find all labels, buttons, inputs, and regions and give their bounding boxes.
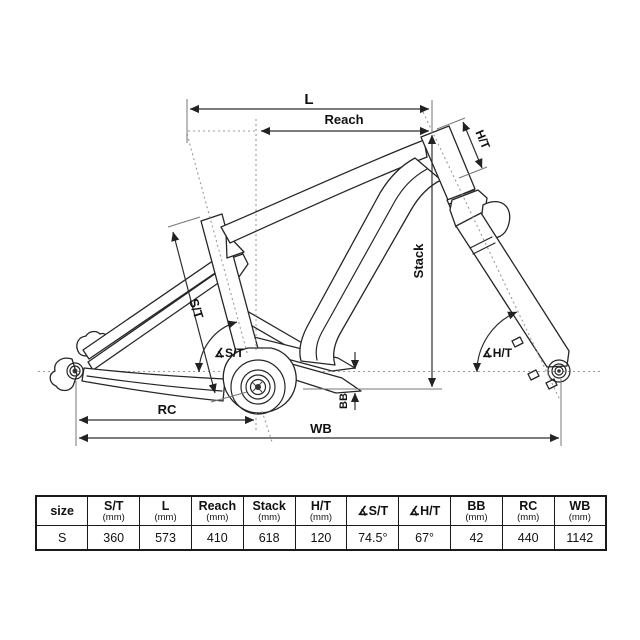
rear-axle-dot (72, 368, 78, 374)
bb-circle-4 (249, 378, 267, 396)
steering-axis (422, 111, 561, 401)
col-header-ht: H/T(mm) (294, 495, 348, 526)
seat-tube-axis (186, 133, 273, 443)
label-l: L (304, 91, 313, 108)
cell-angle-ht: 67° (398, 525, 451, 551)
label-angle-st: ∡S/T (214, 346, 244, 360)
cell-ht: 120 (294, 525, 348, 551)
col-header-angle-ht: ∡H/T (398, 495, 451, 526)
ht-tick-top (436, 117, 466, 130)
col-header-stack: Stack(mm) (242, 495, 296, 526)
label-bb: BB (338, 393, 350, 409)
fork-bolt-3 (545, 378, 558, 390)
rear-axle-outer (66, 362, 84, 380)
cell-size: S (35, 525, 89, 551)
reference-axes (186, 111, 561, 443)
head-angle-arc (472, 311, 518, 373)
cell-stack: 618 (242, 525, 296, 551)
label-st: S/T (186, 297, 207, 321)
front-axle-outer (547, 359, 571, 383)
fork-casting-lines (469, 236, 496, 255)
geometry-table: size S/T(mm) L(mm) Reach(mm) Stack(mm) H… (35, 495, 607, 551)
ht-tick-bottom (458, 166, 488, 179)
col-header-reach: Reach(mm) (190, 495, 244, 526)
table-header-row: size S/T(mm) L(mm) Reach(mm) Stack(mm) H… (35, 495, 607, 526)
fork-leg (455, 212, 570, 368)
seat-angle-arc (194, 320, 238, 373)
motor-housing (222, 347, 297, 414)
cell-wb: 1142 (553, 525, 607, 551)
col-header-bb: BB(mm) (450, 495, 503, 526)
st-tick-top (167, 216, 201, 228)
label-angle-ht: ∡H/T (482, 346, 513, 360)
label-stack: Stack (411, 243, 426, 278)
col-header-rc: RC(mm) (501, 495, 555, 526)
cell-reach: 410 (190, 525, 244, 551)
cell-angle-st: 74.5° (346, 525, 400, 551)
down-tube (299, 157, 442, 366)
col-header-wb: WB(mm) (553, 495, 607, 526)
bb-circle-3 (245, 374, 271, 400)
head-tube (420, 125, 476, 201)
col-header-size: size (35, 495, 89, 526)
frame-drawing (49, 125, 571, 415)
dimension-lines (75, 99, 562, 446)
front-axle-mid (551, 363, 567, 379)
label-wb: WB (310, 421, 332, 436)
down-tube-contour (315, 168, 428, 361)
col-header-l: L(mm) (139, 495, 192, 526)
col-header-angle-st: ∡S/T (346, 495, 400, 526)
label-reach: Reach (324, 112, 363, 127)
st-tick-bottom (210, 391, 248, 403)
ht-dimension (462, 121, 483, 169)
label-ht: H/T (472, 128, 493, 152)
fork-bolt-2 (527, 369, 540, 381)
cell-st: 360 (87, 525, 141, 551)
cell-l: 573 (139, 525, 192, 551)
derailleur-hanger (49, 357, 78, 392)
front-axle-inner (554, 366, 564, 376)
top-tube (220, 139, 428, 244)
bb-axle-dot (255, 384, 261, 390)
fork-bolt-1 (511, 336, 524, 348)
geometry-diagram: L Reach H/T Stack S/T ∡S/T ∡H/T BB RC WB (38, 91, 602, 446)
col-header-st: S/T(mm) (87, 495, 141, 526)
table-data-row-size-s: S 360 573 410 618 120 74.5° 67° 42 440 1… (35, 525, 607, 551)
rear-axle-mid (69, 365, 81, 377)
front-axle-dot (557, 369, 561, 373)
bb-circle-2 (240, 369, 276, 405)
label-rc: RC (158, 402, 177, 417)
cell-bb: 42 (450, 525, 503, 551)
dimension-labels: L Reach H/T Stack S/T ∡S/T ∡H/T BB RC WB (158, 91, 513, 436)
cell-rc: 440 (501, 525, 555, 551)
bb-circle-outer (230, 359, 286, 415)
